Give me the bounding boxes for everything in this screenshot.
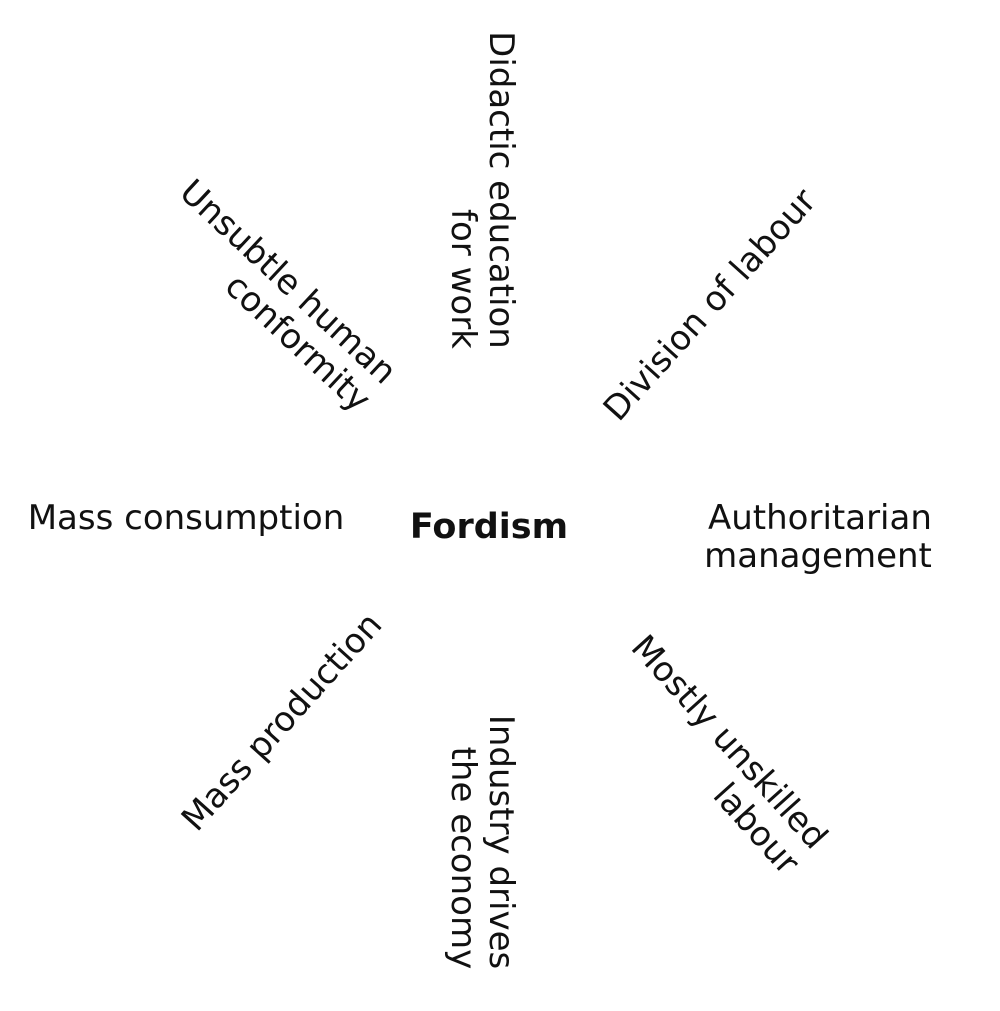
spoke-label-mass-consumption: Mass consumption: [28, 499, 345, 537]
spoke-label-division-of-labour: Division of labour: [595, 181, 825, 429]
spoke-label-mass-production: Mass production: [173, 604, 391, 840]
spoke-label-line: Mass consumption: [27, 498, 345, 538]
spoke-label-line: Division of labour: [595, 181, 825, 429]
spoke-label-line: Didactic education: [481, 31, 521, 349]
spoke-label-line: the economy: [443, 746, 483, 970]
spoke-label-line: Industry drives: [481, 714, 521, 970]
central-concept-label: Fordism: [409, 507, 569, 547]
spoke-label-line: for work: [443, 209, 483, 349]
spoke-label-line: management: [704, 536, 932, 576]
spoke-label-line: Authoritarian: [707, 498, 932, 538]
spoke-label-line: Mass production: [173, 604, 391, 840]
